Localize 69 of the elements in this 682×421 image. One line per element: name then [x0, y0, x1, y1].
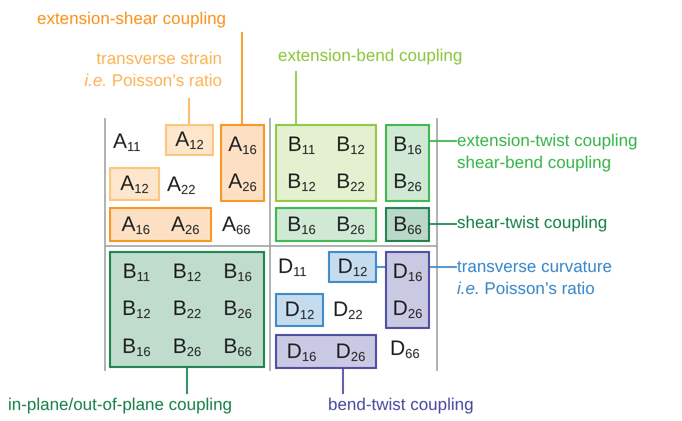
matrix-term: B$_{66}$: [392, 212, 423, 236]
matrix-term: B$_{26}$: [335, 212, 366, 236]
coefficient-box: [109, 207, 212, 242]
matrix-term: B$_{12}$: [172, 260, 202, 284]
leader-line: [342, 369, 344, 394]
callout-text: transverse strain: [95, 48, 222, 70]
matrix-term: B$_{16}$: [121, 335, 152, 360]
leader-line: [295, 71, 297, 124]
matrix-term: D$_{26}$: [392, 296, 424, 320]
coefficient-box: [275, 293, 324, 327]
matrix-term: B$_{22}$: [172, 297, 202, 322]
matrix-term: A$_{66}$: [222, 213, 250, 237]
callout-text: extension-bend coupling: [278, 45, 464, 67]
callout-text: i.e. Poisson’s ratio: [457, 278, 596, 300]
callout-text: shear-twist coupling: [457, 212, 608, 234]
coefficient-box: [109, 167, 160, 201]
matrix-term: D$_{11}$: [278, 255, 307, 279]
matrix-term: B$_{16}$: [286, 212, 317, 236]
coefficient-box: [385, 207, 430, 242]
callout-text: extension-twist coupling: [457, 130, 638, 152]
callout-text: bend-twist coupling: [328, 394, 475, 416]
matrix-term: D$_{66}$: [390, 337, 420, 361]
matrix-term: A$_{11}$: [113, 130, 141, 154]
matrix-term: D$_{22}$: [333, 298, 363, 322]
coefficient-box: [275, 124, 377, 202]
callout-text: extension-shear coupling: [37, 8, 228, 30]
matrix-term: B$_{12}$: [286, 170, 317, 194]
matrix-term: D$_{16}$: [286, 340, 318, 364]
matrix-term: B$_{26}$: [222, 297, 253, 322]
leader-line: [430, 140, 457, 142]
callout-text: i.e. Poisson’s ratio: [83, 70, 222, 92]
matrix-term: D$_{26}$: [334, 340, 366, 364]
leader-line: [377, 266, 385, 268]
matrix-term: B$_{16}$: [222, 260, 253, 284]
matrix-term: B$_{26}$: [172, 335, 202, 360]
matrix-term: B$_{11}$: [122, 260, 152, 284]
matrix-term: B$_{66}$: [222, 335, 253, 360]
callout-text: shear-bend coupling: [457, 152, 612, 174]
leader-line: [430, 223, 457, 225]
coefficient-box: [328, 251, 377, 283]
callout-text: transverse curvature: [457, 256, 613, 278]
matrix-term: B$_{26}$: [392, 170, 423, 194]
callout-text: in-plane/out-of-plane coupling: [8, 394, 233, 416]
coefficient-box: [275, 207, 377, 242]
leader-line: [188, 98, 190, 124]
matrix-term: A$_{22}$: [167, 173, 196, 197]
matrix-term: A$_{26}$: [170, 212, 200, 236]
matrix-term: D$_{12}$: [336, 255, 368, 279]
matrix-term: B$_{12}$: [121, 297, 152, 322]
leader-line: [241, 32, 243, 124]
matrix-term: B$_{12}$: [335, 132, 366, 156]
coefficient-box: [109, 251, 265, 368]
matrix-term: A$_{16}$: [120, 212, 151, 236]
coefficient-box: [165, 124, 214, 156]
matrix-term: A$_{16}$: [227, 132, 258, 156]
coefficient-box: [275, 334, 377, 369]
coefficient-box: [220, 124, 265, 202]
matrix-term: A$_{12}$: [119, 172, 150, 196]
matrix-term: A$_{12}$: [174, 128, 205, 152]
matrix-term: B$_{22}$: [335, 170, 366, 194]
leader-line: [186, 368, 188, 394]
leader-line: [430, 266, 457, 268]
matrix-term: A$_{26}$: [227, 170, 258, 194]
matrix-term: D$_{16}$: [392, 260, 424, 284]
matrix-term: D$_{12}$: [284, 298, 316, 322]
matrix-term: B$_{16}$: [392, 132, 423, 156]
coefficient-box: [385, 251, 430, 329]
matrix-term: B$_{11}$: [286, 132, 316, 156]
coefficient-box: [385, 124, 430, 202]
